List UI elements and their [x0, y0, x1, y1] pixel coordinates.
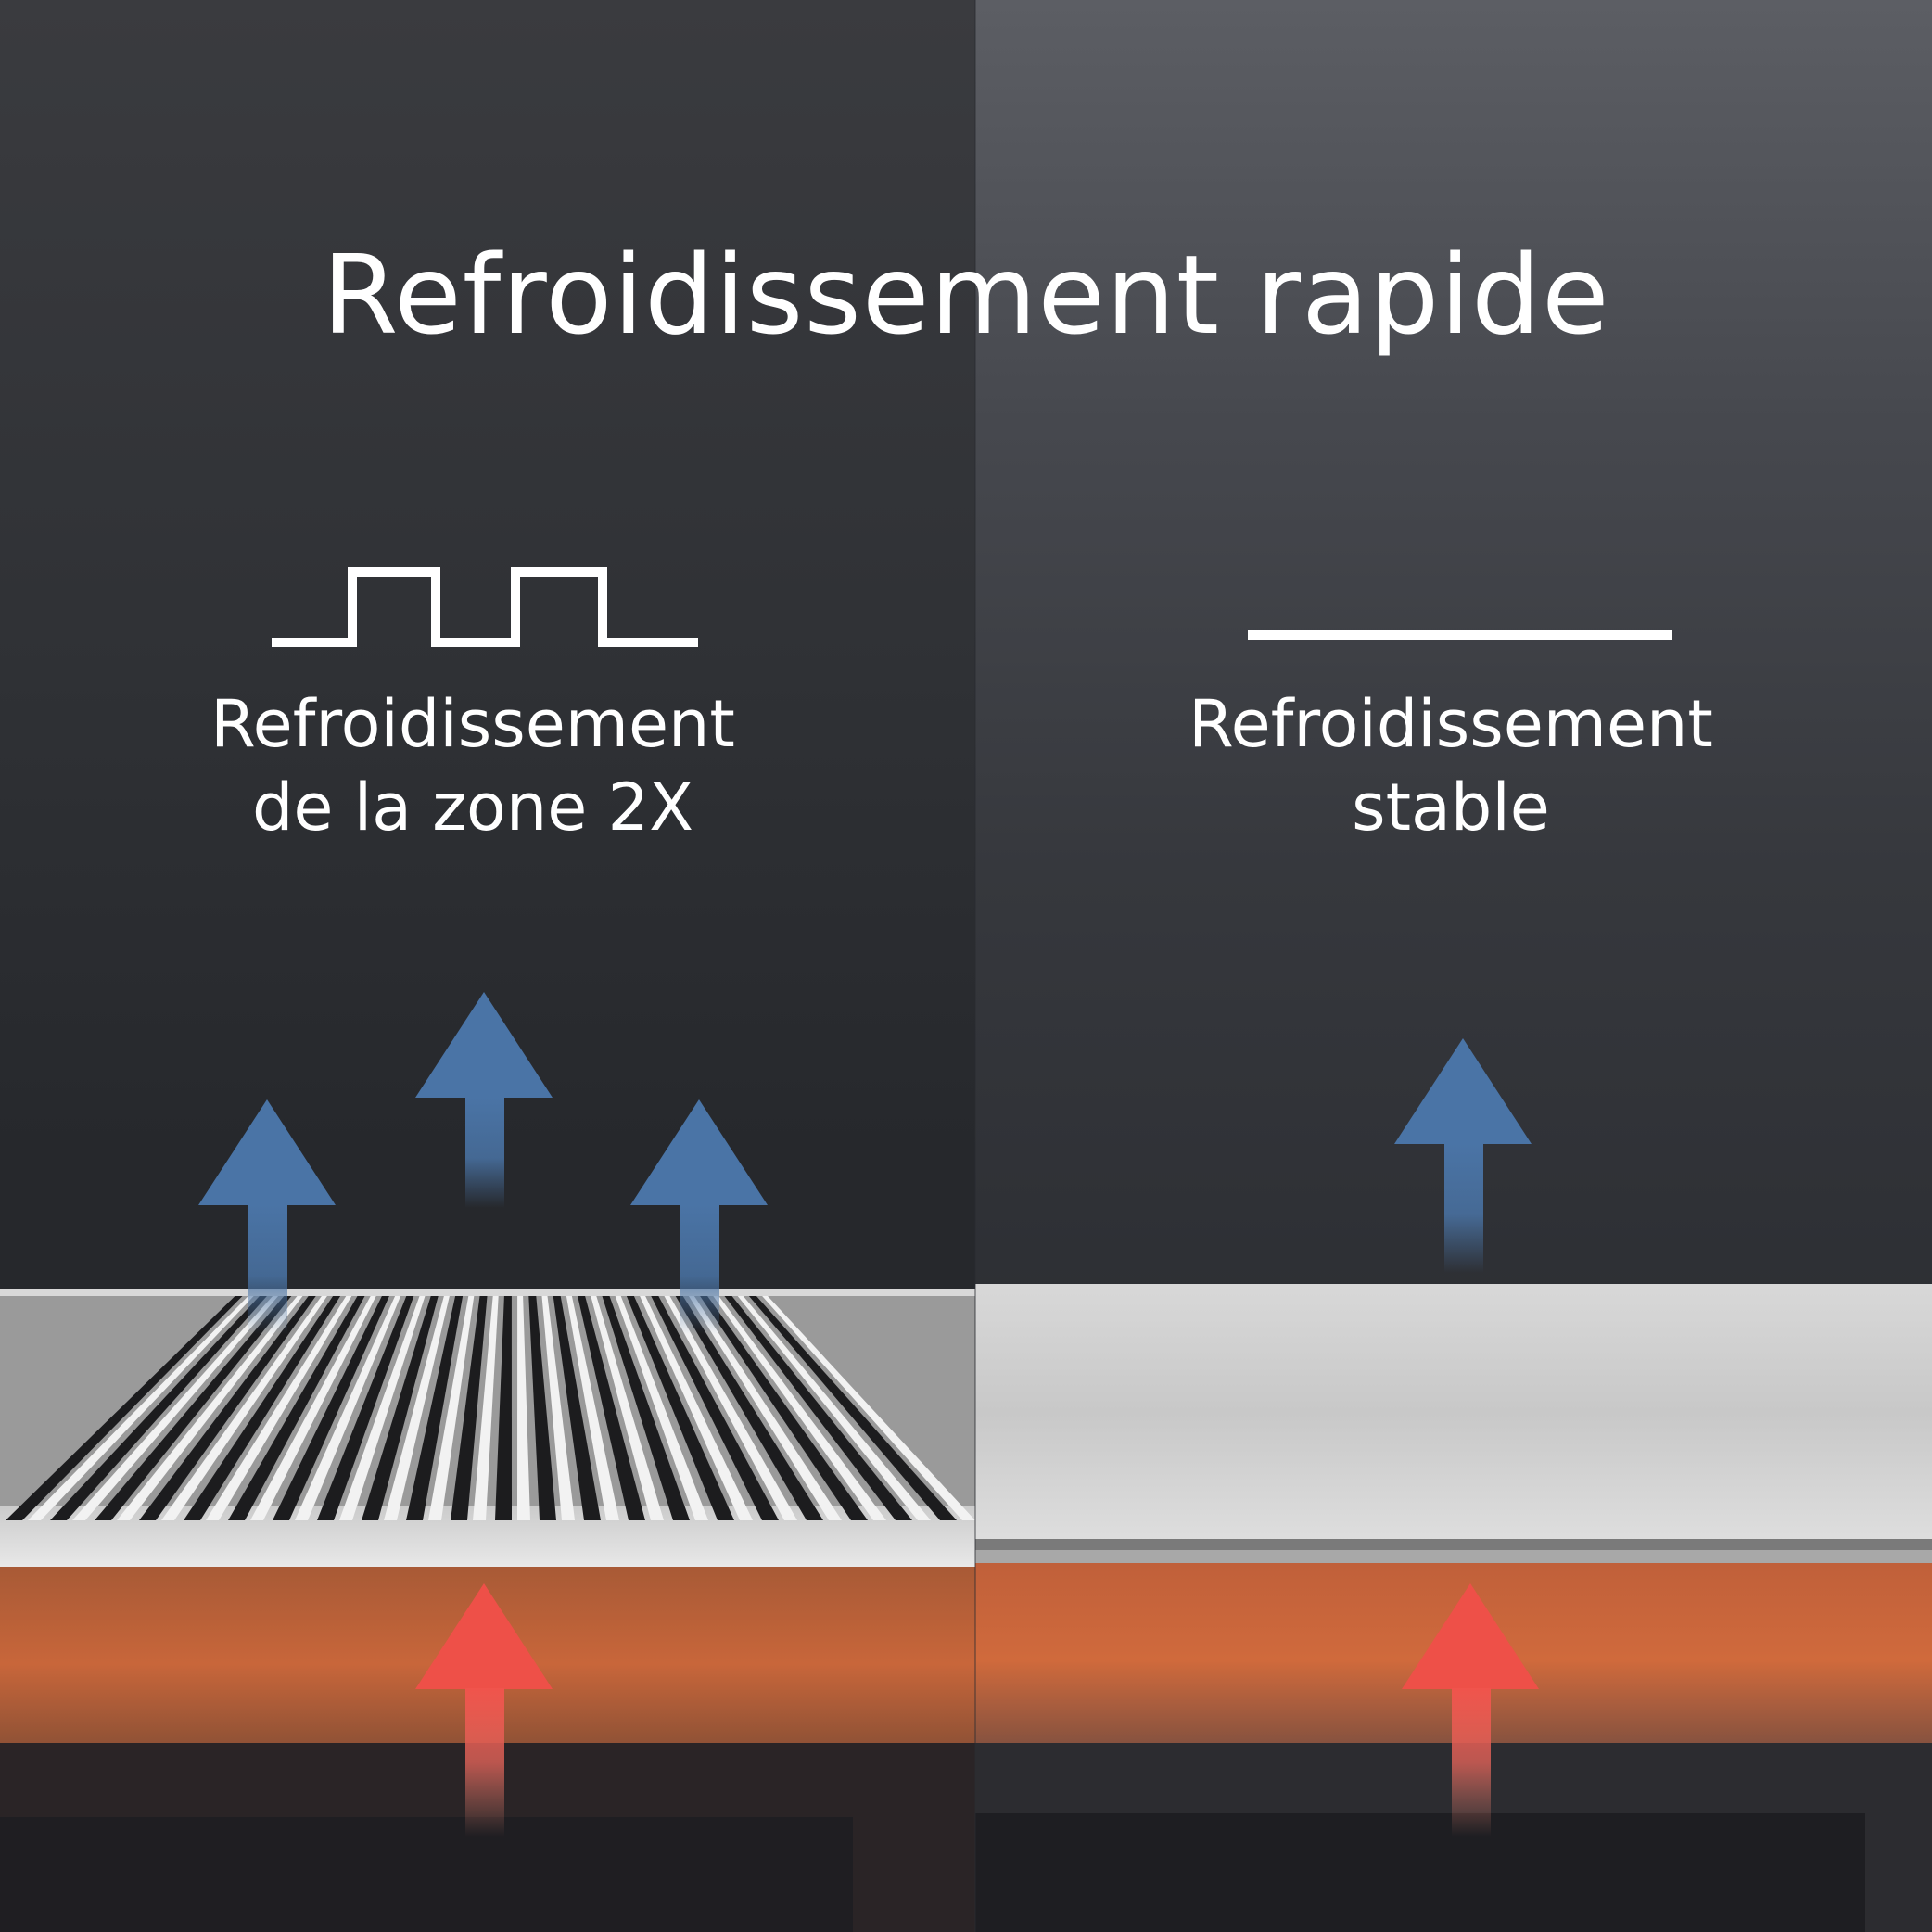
heatsink-fin-groove — [578, 1296, 645, 1520]
heatsink-fin-groove — [451, 1296, 488, 1520]
heatsink-fin-groove — [273, 1296, 389, 1520]
left-base-block — [0, 1817, 853, 1932]
heatsink-fin-groove — [675, 1296, 823, 1520]
right-plate-lip — [975, 1550, 1932, 1563]
heatsink-fin-groove — [50, 1296, 267, 1520]
heatsink-fin-highlight — [28, 1296, 254, 1520]
right-plate-edge — [975, 1539, 1932, 1550]
right-feature-label: Refroidissement stable — [1094, 682, 1808, 849]
left-heatsink-edge — [0, 1289, 975, 1296]
left-label-line2: de la zone 2X — [251, 769, 694, 845]
heatsink-fin-groove — [362, 1296, 439, 1520]
left-label-line1: Refroidissement — [210, 686, 735, 762]
heatsink-fin-highlight — [339, 1296, 426, 1520]
heatsink-fin-highlight — [688, 1296, 842, 1520]
heatsink-fin-highlight — [72, 1296, 279, 1520]
heatsink-fin-highlight — [737, 1296, 931, 1520]
heatsink-fin-highlight — [428, 1296, 475, 1520]
heatsink-fin-highlight — [473, 1296, 499, 1520]
heatsink-fin-groove — [184, 1296, 341, 1520]
heatsink-fin-groove — [626, 1296, 734, 1520]
heatsink-fin-highlight — [384, 1296, 450, 1520]
heatsink-fin-groove — [651, 1296, 779, 1520]
left-heat-arrow — [415, 1583, 553, 1837]
left-cool-arrow-2 — [415, 992, 553, 1208]
heatsink-fin-highlight — [541, 1296, 575, 1520]
heatsink-fin-highlight — [615, 1296, 708, 1520]
right-cool-arrow — [1394, 1038, 1532, 1273]
right-base-block — [975, 1813, 1865, 1932]
heatsink-fin-groove — [495, 1296, 512, 1520]
heatsink-fin-groove — [228, 1296, 365, 1520]
heatsink-fin-groove — [602, 1296, 690, 1520]
heatsink-fin-highlight — [640, 1296, 753, 1520]
heatsink-fin-highlight — [664, 1296, 797, 1520]
heatsink-fin-groove — [139, 1296, 316, 1520]
heatsink-fin-highlight — [161, 1296, 327, 1520]
left-cool-arrow-1 — [198, 1099, 336, 1334]
heatsink-fin-groove — [406, 1296, 464, 1520]
heatsink-fin-groove — [700, 1296, 868, 1520]
heatsink-fins — [6, 1296, 975, 1520]
heatsink-fin-groove — [724, 1296, 912, 1520]
right-heat-arrow — [1402, 1583, 1539, 1837]
heatsink-fin-groove — [553, 1296, 601, 1520]
left-cool-arrow-3 — [630, 1099, 768, 1334]
heatsink-fin-highlight — [517, 1296, 530, 1520]
heatsink-fin-groove — [317, 1296, 414, 1520]
heatsink-fin-highlight — [566, 1296, 619, 1520]
right-label-line1: Refroidissement — [1188, 686, 1713, 762]
heatsink-fin-highlight — [591, 1296, 664, 1520]
page-title: Refroidissement rapide — [322, 231, 1610, 359]
heatsink-fin-highlight — [762, 1296, 975, 1520]
heatsink-fin-groove — [528, 1296, 556, 1520]
heatsink-fin-highlight — [117, 1296, 303, 1520]
heatsink-fin-highlight — [295, 1296, 401, 1520]
left-feature-label: Refroidissement de la zone 2X — [111, 682, 834, 849]
heatsink-fin-highlight — [713, 1296, 886, 1520]
square-wave-icon — [272, 567, 698, 647]
heatsink-fin-groove — [748, 1296, 957, 1520]
heatsink-fin-groove — [6, 1296, 243, 1520]
right-label-line2: stable — [1352, 769, 1550, 845]
heatsink-fin-groove — [95, 1296, 292, 1520]
heatsink-fin-highlight — [250, 1296, 376, 1520]
right-flat-plate — [975, 1284, 1932, 1542]
heatsink-fin-highlight — [206, 1296, 352, 1520]
